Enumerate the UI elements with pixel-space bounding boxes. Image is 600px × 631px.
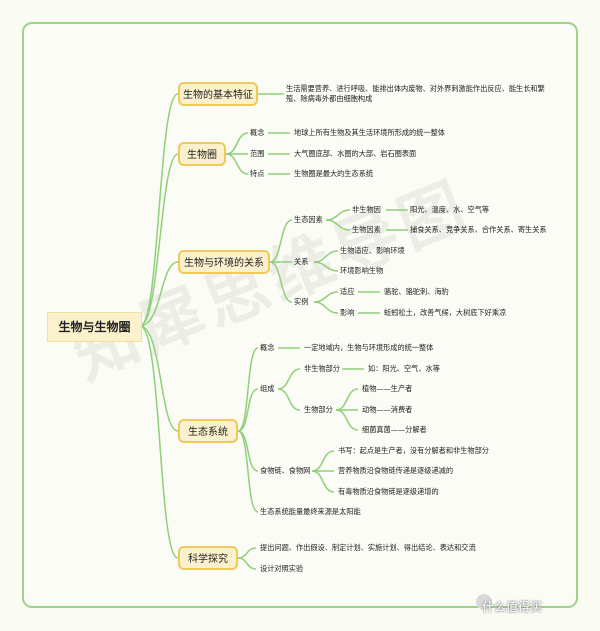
relationship: 关系 [294, 257, 309, 266]
examples: 实例 [294, 297, 309, 306]
ecosystem-energy-source: 生态系统能量最终来源是太阳能 [260, 507, 361, 516]
controlled-experiment: 设计对照实验 [260, 564, 304, 573]
biosphere-scope: 范围 [250, 149, 265, 158]
branch-organism-environment: 生物与环境的关系 [178, 250, 270, 274]
abiotic-part-value: 如：阳光、空气、水等 [368, 364, 440, 373]
biotic-factors: 生物因素 [352, 225, 381, 234]
producer: 植物——生产者 [362, 384, 413, 393]
abiotic-part: 非生物部分 [304, 364, 340, 373]
biosphere-concept-value: 地球上所有生物及其生活环境所形成的统一整体 [294, 128, 445, 137]
brand-logo-icon [476, 594, 492, 610]
example-adapt: 适应 [340, 287, 355, 296]
basic-features-desc: 生活需要营养、进行呼吸、能排出体内废物、对外界刺激能作出反应、能生长和繁殖、除病… [286, 84, 545, 103]
abiotic-factors-value: 阳光、温度、水、空气等 [410, 205, 490, 214]
biosphere-feature: 特点 [250, 169, 265, 178]
ecosystem-composition: 组成 [260, 384, 275, 393]
food-chain-nutrient: 营养物质沿食物链传递是逐级递减的 [338, 466, 454, 475]
ecosystem-concept-value: 一定地域内，生物与环境形成的统一整体 [304, 343, 434, 352]
example-adapt-value: 骆驼、骆驼刺、海豹 [384, 287, 449, 296]
example-influence-value: 蚯蚓松土，改善气候，大树底下好乘凉 [384, 308, 507, 317]
food-chain-writing: 书写：起点是生产者，没有分解者和非生物部分 [338, 446, 489, 455]
example-influence: 影响 [340, 308, 355, 317]
food-chain-web: 食物链、食物网 [260, 466, 311, 475]
biotic-factors-value: 捕食关系、竞争关系、合作关系、寄生关系 [410, 225, 547, 234]
decomposer: 细菌真菌——分解者 [362, 425, 427, 434]
ecological-factors: 生态因素 [294, 215, 323, 224]
branch-biosphere: 生物圈 [178, 142, 226, 166]
biotic-part: 生物部分 [304, 405, 333, 414]
relationship-1: 生物适应、影响环境 [340, 246, 405, 255]
biosphere-scope-value: 大气圈底部、水圈的大部、岩石圈表面 [294, 149, 417, 158]
root-node: 生物与生物圈 [47, 312, 142, 342]
brand-badge: 什么值得买 [482, 600, 543, 614]
biosphere-concept: 概念 [250, 128, 265, 137]
branch-ecosystem: 生态系统 [178, 419, 238, 443]
inquiry-steps: 提出问题、作出假设、制定计划、实施计划、得出结论、表达和交流 [260, 543, 476, 552]
consumer: 动物——消费者 [362, 405, 413, 414]
ecosystem-concept: 概念 [260, 343, 275, 352]
branch-scientific-inquiry: 科学探究 [178, 546, 238, 570]
branch-basic-features: 生物的基本特征 [178, 82, 258, 106]
relationship-2: 环境影响生物 [340, 266, 384, 275]
biosphere-feature-value: 生物圈是最大的生态系统 [294, 169, 374, 178]
abiotic-factors: 非生物因 [352, 205, 381, 214]
food-chain-toxin: 有毒物质沿食物链是逐级递增的 [338, 487, 439, 496]
